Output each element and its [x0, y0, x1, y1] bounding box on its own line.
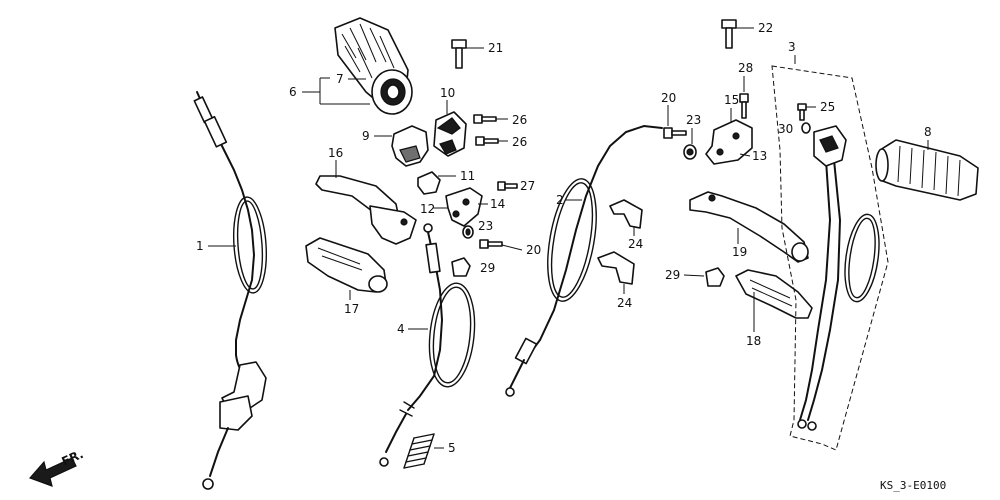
callout-12: 12 — [420, 202, 435, 216]
callout-7: 7 — [336, 72, 344, 86]
callout-30: 30 — [778, 122, 793, 136]
callout-17: 17 — [344, 302, 359, 316]
leader-13 — [739, 153, 751, 157]
callout-18: 18 — [746, 334, 761, 348]
spring-part-5[interactable] — [403, 433, 435, 469]
callout-20-b: 20 — [661, 91, 676, 105]
callout-26-b: 26 — [512, 135, 527, 149]
nut-part-29-b[interactable] — [705, 267, 725, 287]
callout-1: 1 — [196, 239, 204, 253]
bolt-part-20-a[interactable] — [479, 239, 503, 249]
lever-guard-part-17[interactable] — [305, 237, 388, 293]
clutch-cable-part-4[interactable] — [379, 223, 479, 467]
front-direction-arrow-icon — [28, 457, 77, 487]
callout-28: 28 — [738, 61, 753, 75]
callout-10: 10 — [440, 86, 455, 100]
throttle-cable-part-1[interactable] — [193, 91, 269, 490]
callout-29-a: 29 — [480, 261, 495, 275]
callout-21: 21 — [488, 41, 503, 55]
lever-guard-part-18[interactable] — [735, 269, 813, 319]
callout-11: 11 — [460, 169, 475, 183]
bolt-part-21[interactable] — [451, 39, 467, 69]
handlebar-grip-part-8[interactable] — [875, 139, 979, 201]
throttle-housing-upper-part-10[interactable] — [433, 111, 467, 157]
callout-16: 16 — [328, 146, 343, 160]
callout-6: 6 — [289, 85, 297, 99]
clip-part-24-b[interactable] — [597, 251, 635, 285]
switch-housing-part-25[interactable] — [813, 125, 847, 167]
callout-24-b: 24 — [617, 296, 632, 310]
brake-cable-part-2[interactable] — [505, 124, 663, 397]
clip-part-24-a[interactable] — [609, 199, 643, 229]
callout-14: 14 — [490, 197, 505, 211]
callout-20-a: 20 — [526, 243, 541, 257]
drawing-code: KS_3-E0100 — [880, 479, 946, 492]
bolt-part-27[interactable] — [497, 181, 518, 191]
callout-5: 5 — [448, 441, 456, 455]
callout-23-a: 23 — [478, 219, 493, 233]
bolt-part-22[interactable] — [721, 19, 737, 49]
lever-bracket-part-13[interactable] — [705, 119, 753, 165]
washer-part-23-a[interactable] — [462, 225, 474, 239]
callout-24-a: 24 — [628, 237, 643, 251]
bolt-part-20-b[interactable] — [663, 127, 687, 139]
callout-2: 2 — [556, 193, 564, 207]
switch-assembly-part-3[interactable] — [771, 65, 889, 451]
callout-15: 15 — [724, 93, 739, 107]
callout-4: 4 — [397, 322, 405, 336]
lever-bracket-part-14[interactable] — [445, 187, 483, 227]
screw-part-26-a[interactable] — [473, 114, 497, 124]
washer-part-30[interactable] — [801, 122, 811, 134]
brake-lever-part-16[interactable] — [315, 175, 417, 245]
callout-29-b: 29 — [665, 268, 680, 282]
dust-cap-part-11[interactable] — [417, 171, 441, 195]
bolt-part-28[interactable] — [739, 93, 749, 119]
leader-29-b — [683, 274, 705, 277]
callout-26-a: 26 — [512, 113, 527, 127]
callout-23-b: 23 — [686, 113, 701, 127]
throttle-housing-lower-part-9[interactable] — [391, 125, 429, 167]
washer-part-23-b[interactable] — [683, 144, 697, 160]
callout-3: 3 — [788, 40, 796, 54]
callout-13: 13 — [752, 149, 767, 163]
callout-9: 9 — [362, 129, 370, 143]
throttle-grip-part-7[interactable] — [334, 17, 413, 115]
leader-20-a — [501, 244, 523, 251]
callout-25: 25 — [820, 100, 835, 114]
callout-8: 8 — [924, 125, 932, 139]
callout-19: 19 — [732, 245, 747, 259]
callout-22: 22 — [758, 21, 773, 35]
bracket-6 — [319, 77, 370, 105]
front-direction-label: FR. — [60, 447, 86, 469]
nut-part-29-a[interactable] — [451, 257, 471, 277]
clutch-lever-part-19[interactable] — [689, 191, 809, 263]
callout-27: 27 — [520, 179, 535, 193]
screw-part-25[interactable] — [797, 103, 807, 121]
screw-part-26-b[interactable] — [475, 136, 499, 146]
